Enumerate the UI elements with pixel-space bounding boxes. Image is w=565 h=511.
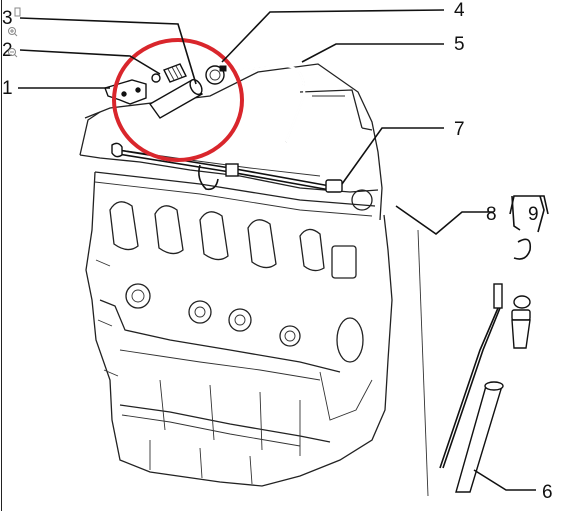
callout-2: 2 [2,40,13,61]
engine-block [79,63,393,487]
zoom-out-icon[interactable] [8,48,18,58]
callout-9: 9 [528,204,539,225]
small-square-icon[interactable] [14,7,21,17]
bolt-bosses [125,189,373,363]
part-4-hose-clamp [205,65,227,85]
callout-7: 7 [454,119,465,140]
callout-1: 1 [2,78,13,99]
leader-lines [18,9,545,497]
callout-8-9-bracket [509,195,549,215]
callout-8: 8 [486,204,497,225]
part-8-dipstick [439,238,532,469]
part-9-plug [511,295,531,349]
callout-5: 5 [454,34,465,55]
highlight-circle [112,38,244,162]
part-2-threaded-fitting [151,63,187,83]
part-6-guide-tube [455,381,504,493]
callout-3: 3 [2,8,13,29]
part-5-breather-pipe [239,64,306,143]
part-3-hose [148,78,204,119]
callout-6: 6 [542,482,553,503]
part-1-bracket [104,79,147,105]
zoom-in-icon[interactable] [8,27,18,37]
callout-4: 4 [454,0,465,21]
intake-ports [109,201,357,279]
